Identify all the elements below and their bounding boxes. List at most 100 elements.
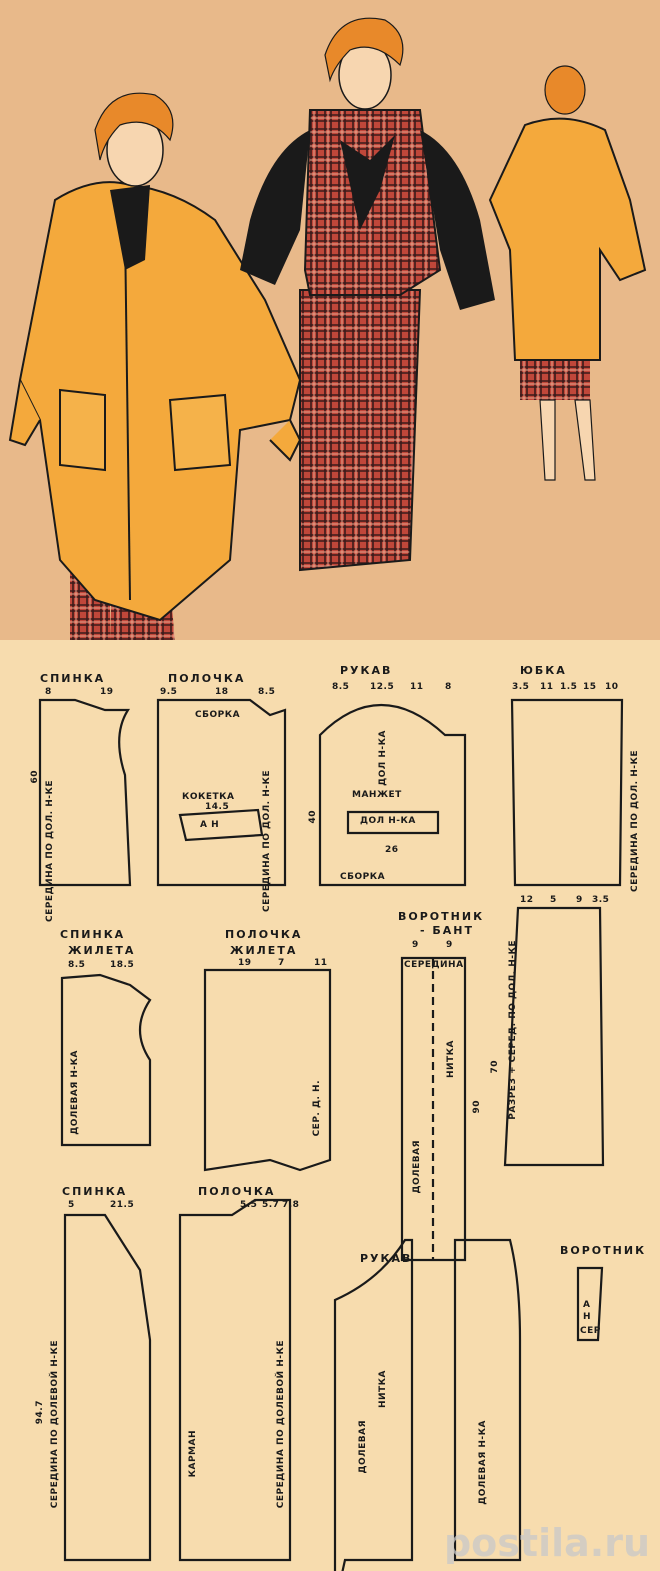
vorotnik-bant-title-2: - БАНТ	[420, 924, 475, 937]
spinka-title: СПИНКА	[40, 672, 106, 685]
coat-front-figure	[8, 92, 302, 640]
spinka-side-label: СЕРЕДИНА ПО ДОЛ. Н-КЕ	[45, 780, 55, 922]
vorotnik-bant-grain-2: НИТКА	[446, 1040, 456, 1079]
vorotnik-bant-title-1: ВОРОТНИК	[398, 910, 485, 923]
vorotnik-coat-title: ВОРОТНИК	[560, 1244, 647, 1257]
polochka-coat-title: ПОЛОЧКА	[198, 1185, 276, 1198]
yubka-side-label: СЕРЕДИНА ПО ДОЛ. Н-КЕ	[630, 750, 640, 892]
rukav-title: РУКАВ	[340, 664, 393, 677]
vorotnik-bant-dim-2: 9	[446, 940, 453, 950]
vest-skirt-figure	[240, 17, 495, 572]
pattern-sheet: СПИНКА 8 19 60 СЕРЕДИНА ПО ДОЛ. Н-КЕ ПОЛ…	[0, 640, 660, 1571]
manzhet-label: МАНЖЕТ	[352, 790, 402, 800]
polochka-side-label: СЕРЕДИНА ПО ДОЛ. Н-КЕ	[262, 770, 272, 912]
spinka-coat-dim-1: 5	[68, 1200, 75, 1210]
spinka-dim-6: 60	[30, 770, 40, 784]
spinka-outline	[38, 698, 132, 887]
kokketka-outline	[178, 808, 264, 842]
manzhet-grain-label: ДОЛ Н-КА	[360, 816, 416, 826]
yubka-lower-side-label: РАЗРЕЗ + СЕРЕД. ПО ДОЛ. Н-КЕ	[508, 940, 518, 1120]
vorotnik-coat-mark-2: Н	[583, 1312, 592, 1322]
vorotnik-coat-outline	[576, 1266, 604, 1342]
vorotnik-coat-mark-1: А	[583, 1300, 591, 1310]
polochka-outline	[156, 698, 287, 887]
polochka-title: ПОЛОЧКА	[168, 672, 246, 685]
yubka-lower-dim-4: 3.5	[592, 895, 610, 905]
vorotnik-bant-top-label: СЕРЕДИНА	[404, 960, 464, 970]
spinka-zhileta-dim-1: 8.5	[68, 960, 86, 970]
spinka-coat-outline	[63, 1213, 152, 1562]
yubka-dim-2: 11	[540, 682, 554, 692]
coat-back-figure	[488, 65, 647, 481]
yubka-lower-outline	[503, 906, 605, 1167]
yubka-dim-1: 3.5	[512, 682, 530, 692]
manzhet-outline	[346, 810, 440, 835]
yubka-lower-dim-1: 12	[520, 895, 534, 905]
spinka-zhileta-title-1: СПИНКА	[60, 928, 126, 941]
polochka-coat-dim-2: 5.7	[262, 1200, 280, 1210]
vorotnik-bant-outline	[400, 956, 467, 1262]
vorotnik-bant-grain-1: ДОЛЕВАЯ	[412, 1140, 422, 1194]
spinka-dim-2: 19	[100, 687, 114, 697]
yubka-lower-dim-6: 70	[490, 1060, 500, 1074]
rukav-coat-grain-right: ДОЛЕВАЯ Н-КА	[478, 1420, 488, 1505]
rukav-dim-1: 8.5	[332, 682, 350, 692]
polochka-zhileta-title-1: ПОЛОЧКА	[225, 928, 303, 941]
rukav-grain-label: ДОЛ Н-КА	[378, 730, 388, 786]
yubka-lower-dim-3: 9	[576, 895, 583, 905]
rukav-gather-label: СБОРКА	[340, 872, 386, 882]
pattern-outlines	[38, 698, 624, 1571]
yubka-outline	[510, 698, 624, 887]
rukav-coat-title: РУКАВ	[360, 1252, 413, 1265]
polochka-gather-label: СБОРКА	[195, 710, 241, 720]
yubka-title: ЮБКА	[520, 664, 567, 677]
illustration-svg	[8, 17, 647, 640]
vorotnik-bant-dim-1: 9	[412, 940, 419, 950]
kokketka-mark: А Н	[200, 820, 220, 830]
spinka-coat-title: СПИНКА	[62, 1185, 128, 1198]
spinka-zhileta-title-2: ЖИЛЕТА	[68, 944, 136, 957]
rukav-coat-right-outline	[453, 1238, 522, 1562]
polochka-dim-3: 8.5	[258, 687, 276, 697]
polochka-coat-dim-3: 7.8	[282, 1200, 300, 1210]
manzhet-dim: 26	[385, 845, 399, 855]
polochka-coat-dim-1: 5.5	[240, 1200, 258, 1210]
kokketka-dim-1: 14.5	[205, 802, 230, 812]
vorotnik-coat-mark-3: СЕР	[580, 1326, 601, 1336]
rukav-dim-40: 40	[308, 810, 318, 824]
yubka-lower-dim-2: 5	[550, 895, 557, 905]
rukav-dim-4: 8	[445, 682, 452, 692]
polochka-zhileta-grain: СЕР. Д. Н.	[312, 1080, 322, 1137]
yubka-dim-3: 1.5	[560, 682, 578, 692]
rukav-dim-3: 11	[410, 682, 424, 692]
polochka-zhileta-title-2: ЖИЛЕТА	[230, 944, 298, 957]
fashion-illustration	[0, 0, 660, 640]
yubka-dim-6: 10	[605, 682, 619, 692]
polochka-dim-1: 9.5	[160, 687, 178, 697]
vorotnik-bant-dim-3: 90	[472, 1100, 482, 1114]
watermark: postila.ru	[443, 1521, 650, 1565]
polochka-zhileta-dim-2: 7	[278, 958, 285, 968]
spinka-coat-dim-2: 21.5	[110, 1200, 135, 1210]
rukav-coat-grain-2: НИТКА	[378, 1370, 388, 1409]
polochka-coat-outline	[178, 1198, 292, 1562]
polochka-zhileta-dim-3: 11	[314, 958, 328, 968]
rukav-coat-grain-1: ДОЛЕВАЯ	[358, 1420, 368, 1474]
polochka-coat-pocket: КАРМАН	[188, 1430, 198, 1478]
yubka-dim-5: 15	[583, 682, 597, 692]
spinka-zhileta-dim-2: 18.5	[110, 960, 135, 970]
polochka-coat-side-label: СЕРЕДИНА ПО ДОЛЕВОЙ Н-КЕ	[276, 1340, 286, 1509]
spinka-coat-dim-10: 94.7	[35, 1400, 45, 1425]
spinka-zhileta-outline	[60, 973, 152, 1147]
rukav-coat-left-outline	[333, 1238, 414, 1571]
polochka-zhileta-dim-1: 19	[238, 958, 252, 968]
rukav-dim-2: 12.5	[370, 682, 395, 692]
spinka-zhileta-grain: ДОЛЕВАЯ Н-КА	[70, 1050, 80, 1135]
spinka-dim-1: 8	[45, 687, 52, 697]
polochka-dim-2: 18	[215, 687, 229, 697]
rukav-outline	[318, 704, 467, 887]
kokketka-label: КОКЕТКА	[182, 792, 235, 802]
polochka-zhileta-outline	[203, 968, 332, 1172]
spinka-coat-side-label: СЕРЕДИНА ПО ДОЛЕВОЙ Н-КЕ	[50, 1340, 60, 1509]
